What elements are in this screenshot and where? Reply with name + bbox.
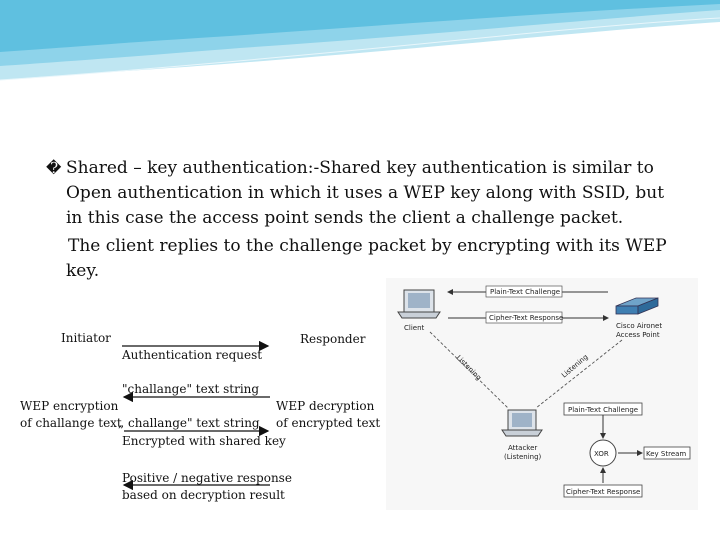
cipher-response-box [485, 311, 563, 324]
listening-line-left [429, 331, 509, 409]
key-stream-label: Key Stream [646, 450, 686, 458]
access-point-icon [615, 297, 659, 315]
plain-challenge-label: Plain-Text Challenge [490, 288, 560, 296]
listening-left-label: Listening [455, 354, 483, 382]
challenge-text-2-label: „ challange" text string [118, 416, 260, 430]
access-point-label-1: Cisco Aironet [616, 322, 662, 330]
bullet-icon: � [46, 159, 62, 177]
initiator-label: Initiator [61, 331, 111, 345]
attacker-label-1: Attacker [508, 444, 537, 452]
key-stream-box [643, 446, 691, 460]
response-label: Positive / negative response [122, 471, 292, 485]
encrypted-text-label: of encrypted text [276, 416, 381, 430]
client-laptop-icon [397, 289, 441, 319]
cipher-response-label: Cipher-Text Response [489, 314, 563, 322]
auth-request-label: Authentication request [122, 348, 263, 362]
text-line: Open authentication in which it uses a W… [66, 183, 665, 203]
text-line: key. [66, 261, 100, 281]
listening-line-right [535, 339, 623, 409]
text-line: Shared – key authentication:-Shared key … [66, 158, 654, 178]
text-line: in this case the access point sends the … [66, 208, 624, 228]
access-point-label-2: Access Point [616, 331, 660, 339]
header-swoosh-banner [0, 0, 720, 81]
client-label: Client [404, 324, 425, 332]
responder-label: Responder [300, 332, 366, 346]
challenge-text-of-label: of challange text [20, 416, 122, 430]
attacker-laptop-icon [501, 409, 543, 437]
xor-label: XOR [594, 450, 609, 458]
listening-right-label: Listening [560, 353, 590, 380]
text-line: The client replies to the challenge pack… [68, 236, 667, 256]
bullet-line-1: � Shared – key authentication:-Shared ke… [46, 156, 686, 181]
plain-challenge-box [485, 285, 563, 298]
plain-challenge-side-label: Plain-Text Challenge [568, 406, 638, 414]
challenge-text-label: "challange" text string [122, 382, 260, 396]
wep-decryption-label: WEP decryption [276, 399, 375, 413]
cipher-response-side-label: Cipher-Text Response [566, 488, 640, 496]
wep-encryption-label: WEP encryption [20, 399, 119, 413]
xor-circle [589, 439, 617, 467]
shared-key-attack-diagram: Client Cisco Aironet Access Point Plain-… [386, 278, 698, 510]
cipher-response-side-box [563, 484, 643, 498]
encrypted-shared-key-label: Encrypted with shared key [122, 434, 286, 448]
decryption-result-label: based on decryption result [122, 488, 285, 502]
bullet-paragraph: � Shared – key authentication:-Shared ke… [46, 156, 686, 284]
attacker-label-2: (Listening) [504, 453, 542, 461]
